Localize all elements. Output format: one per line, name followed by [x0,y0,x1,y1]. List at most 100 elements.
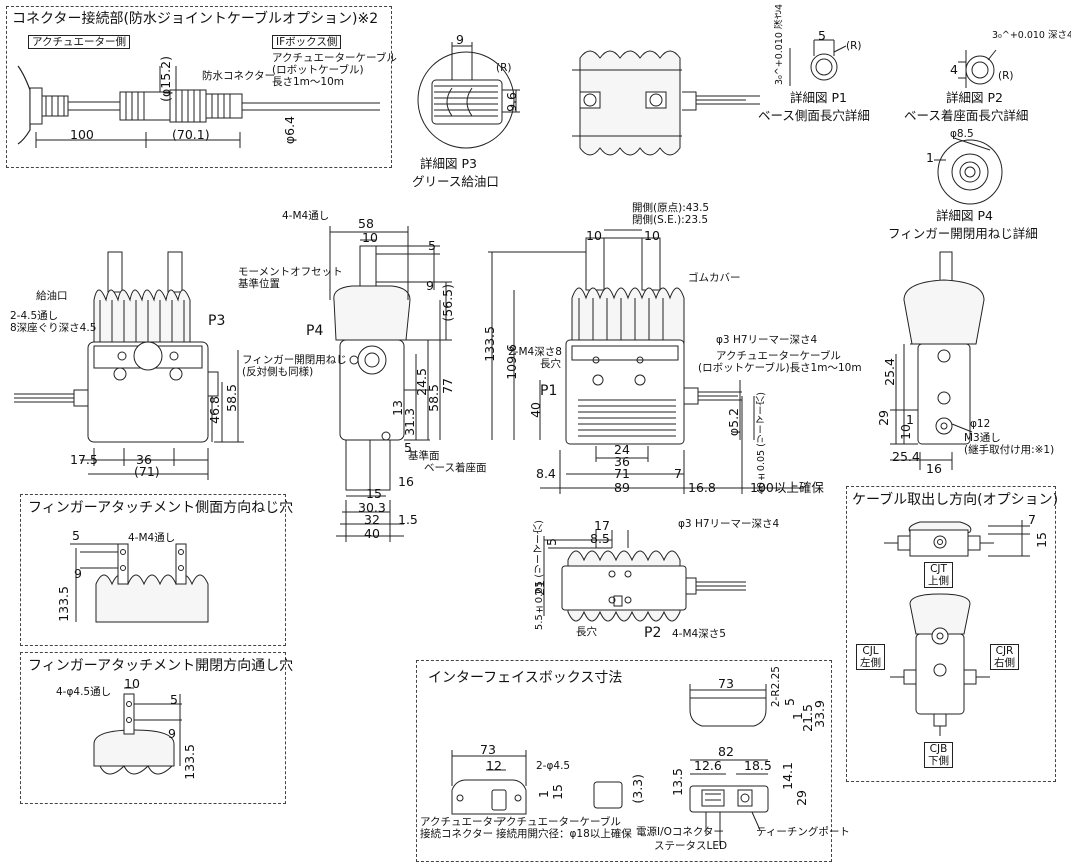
open-side-label: 開側(原点):43.5 [632,202,710,214]
cjt-side: 上側 [928,575,949,587]
cable-direction-drawing [884,520,1030,736]
p1-tag: P1 [540,383,558,399]
side-dim-56: (56.5) [440,284,455,322]
base-plane-label: ベース着座面 [424,462,487,474]
main-dim-phi5: φ5.2 [726,408,741,437]
if-dim-33: (3.3) [630,774,645,804]
finger-side-box [20,494,286,646]
actuator-side-tag: アクチュエーター側 [28,35,130,49]
cjt-code: CJT [930,563,947,575]
finger-side-title: フィンガーアタッチメント側面方向ねじ穴 [28,500,294,516]
cjb-tag: CJB 下側 [924,742,953,768]
p3-title-1: 詳細図 P3 [420,156,477,171]
if-dim-5: 5 [782,698,797,706]
if-power-label: 電源I/Oコネクター [636,826,724,838]
side-dim-13: 13 [390,400,405,416]
detail-p4-drawing [934,137,1003,205]
main-dim-100: 100以上確保 [750,480,824,495]
right-dim-25a: 25.4 [882,358,897,386]
main-dim-tol: 40±0.05 (リーマー穴) [756,392,767,495]
if-dim-73a: 73 [480,742,496,757]
finger-open-dim-9: 9 [168,726,176,741]
side-dim-32: 32 [364,512,380,527]
finger-open-hole: 4-φ4.5通し [56,686,112,698]
if-dim-29: 29 [794,790,809,806]
detail-p1-drawing [789,39,847,86]
oil-port-label: 給油口 [36,290,68,302]
side-dim-58b: 58.5 [426,384,441,412]
main-reamer-label: φ3 H7リーマー深さ4 [716,334,818,346]
if-dim-126: 12.6 [694,758,722,773]
finger-side-dim-133: 133.5 [56,586,71,622]
bottom-slot-label: 長穴 [576,626,597,638]
finger-side-dim-9: 9 [74,566,82,581]
cjr-code: CJR [995,645,1014,657]
side-dim-15b: 1.5 [398,512,418,527]
main-dim-71: 71 [614,466,630,481]
p2-dim-depth: 3₀^+0.010 深さ4 [992,30,1071,41]
right-dim-25b: 25.4 [892,449,920,464]
cjl-tag: CJL 左側 [856,644,885,670]
rubber-cover-label: ゴムカバー [688,272,741,284]
main-dim-8: 8.4 [536,466,556,481]
cable-direction-box [846,486,1056,782]
connector-dim-100: 100 [70,127,94,142]
side-m4-label: 4-M4通し [282,210,330,222]
cjb-code: CJB [929,743,948,755]
waterproof-connector-label: 防水コネクター [202,70,276,82]
bottom-m4-label: 4-M4深さ5 [672,628,726,640]
finger-side-dim-5: 5 [72,528,80,543]
if-dim-82: 82 [718,744,734,759]
right-view-drawing [890,251,985,470]
if-act-connector-2: 接続コネクター [420,828,494,840]
finger-open-dim-5: 5 [170,692,178,707]
p1-dim-depth: 3₀^+0.010 深さ4 [774,4,785,86]
connector-dim-phi6: φ6.4 [282,116,297,145]
cjb-side: 下側 [928,755,949,767]
if-dim-185: 18.5 [744,758,772,773]
p3-dim-9: 9 [456,32,464,47]
right-dim-16: 16 [926,461,942,476]
bottom-dim-5: 5 [544,538,559,546]
top-body-view [572,50,760,156]
finger-screw-label-1: フィンガー開閉用ねじ [242,354,347,366]
main-dim-10a: 10 [586,228,602,243]
side-dim-30: 30.3 [358,500,386,515]
p4-title-1: 詳細図 P4 [936,208,993,223]
cable-dir-dim-7: 7 [1028,512,1036,527]
side-dim-9: 9 [426,278,434,293]
p3-tag: P3 [208,313,226,329]
connector-cable-line3: 長さ1m～10m [272,76,344,88]
finger-side-drawing [70,543,209,623]
cjl-side: 左側 [860,657,881,669]
front-dim-71: (71) [134,464,160,479]
cable-dir-dim-15: 15 [1034,532,1049,548]
connector-cable-line2: (ロボットケーブル) [272,64,364,76]
if-dim-phi45: 2-φ4.5 [536,760,571,772]
finger-open-drawing [93,687,182,775]
if-box-box [416,660,832,862]
bottom-dim-55: 5.5±0.05 (リーマー穴) [534,520,545,631]
p4-dim-1: 1 [926,150,934,165]
finger-screw-label-2: (反対側も同様) [242,366,314,378]
cjr-side: 右側 [994,657,1015,669]
p4-title-2: フィンガー開閉用ねじ詳細 [888,226,1038,241]
if-dim-12: 12 [486,758,502,773]
p3-title-2: グリース給油口 [412,174,499,189]
main-dim-40: 40 [528,402,543,418]
connector-dim-70: (70.1) [172,127,210,142]
front-dim-17: 17.5 [70,452,98,467]
right-dim-phi12: φ12 [970,418,991,430]
front-dim-58: 58.5 [224,384,239,412]
side-dim-58: 58 [358,216,374,231]
if-box-side-tag: IFボックス側 [272,35,342,49]
if-cable-hole-2: 接続用開穴径：φ18以上確保 [496,828,632,840]
connector-section-box [6,6,392,168]
if-dim-1: 1 [536,790,551,798]
finger-open-dim-10: 10 [124,676,140,691]
if-act-connector-1: アクチュエーター [420,816,504,828]
cjr-tag: CJR 右側 [990,644,1019,670]
main-m4-label: 2-M4深さ8 [508,346,562,358]
if-status-label: ステータスLED [654,840,728,852]
